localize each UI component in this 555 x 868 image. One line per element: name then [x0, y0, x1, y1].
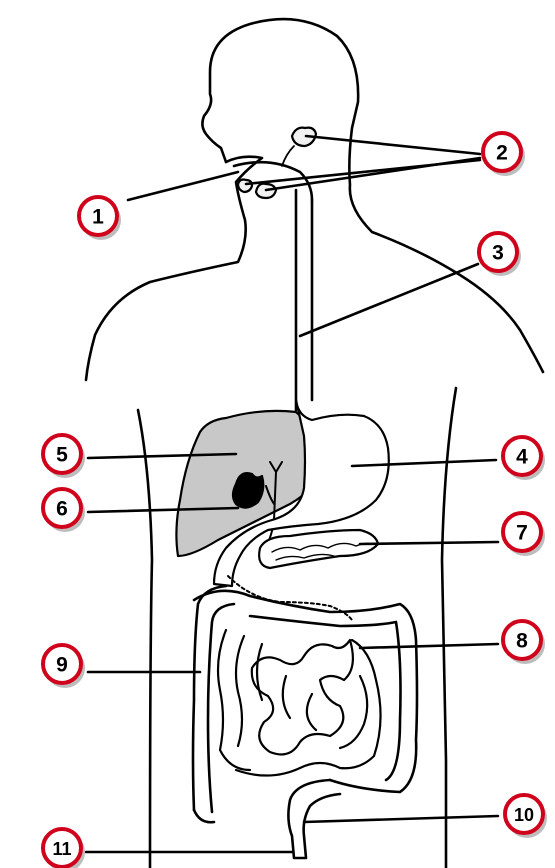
label-number-6: 6 [56, 498, 68, 521]
small-intestine [218, 630, 381, 776]
gallbladder [233, 473, 263, 507]
leader-line-10 [304, 816, 498, 822]
label-number-10: 10 [514, 805, 534, 825]
label-badge-9: 9 [43, 645, 85, 688]
large-intestine [193, 586, 417, 858]
label-badge-1: 1 [79, 197, 121, 240]
label-number-3: 3 [492, 242, 504, 265]
leader-line-2a [306, 136, 480, 154]
label-number-9: 9 [56, 654, 68, 677]
label-number-2: 2 [496, 142, 508, 165]
label-badge-6: 6 [43, 489, 85, 532]
label-badge-10: 10 [505, 795, 547, 838]
leader-line-8 [360, 644, 498, 648]
label-number-1: 1 [92, 206, 104, 229]
label-number-8: 8 [516, 630, 528, 653]
label-badge-8: 8 [503, 621, 545, 664]
label-number-7: 7 [516, 522, 528, 545]
transverse-colon-dotted [228, 576, 352, 620]
label-badge-2: 2 [483, 133, 525, 176]
label-badge-4: 4 [503, 437, 545, 480]
leader-line-7 [360, 542, 498, 544]
pancreas [259, 530, 378, 568]
label-badge-5: 5 [43, 435, 85, 478]
label-number-4: 4 [516, 446, 528, 469]
label-badge-3: 3 [479, 233, 521, 276]
label-badge-7: 7 [503, 513, 545, 556]
esophagus [296, 190, 312, 410]
leader-line-1 [128, 172, 238, 200]
leader-line-3 [300, 264, 478, 336]
label-number-11: 11 [52, 839, 71, 859]
label-badge-11: 11 [43, 829, 85, 868]
label-number-5: 5 [56, 444, 68, 467]
